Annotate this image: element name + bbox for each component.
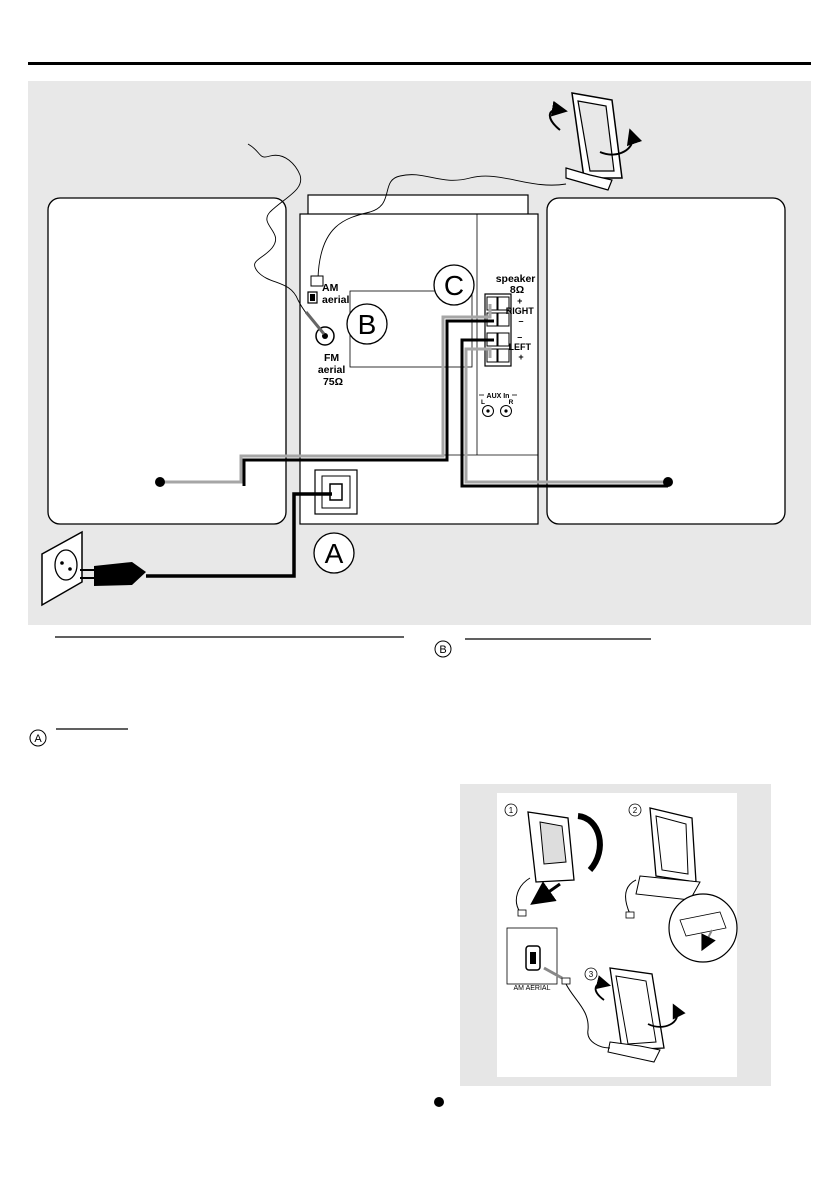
section-marker-b: B <box>434 640 452 658</box>
fm-aerial-label: FM aerial 75Ω <box>318 352 348 388</box>
top-rule <box>28 62 811 65</box>
am-loop-antenna-icon <box>548 92 643 191</box>
svg-text:A: A <box>34 733 42 745</box>
right-speaker-terminal-dot <box>663 477 673 487</box>
aux-left-label: L <box>481 399 485 406</box>
inset-step-3: 3 <box>561 967 686 1063</box>
svg-text:B: B <box>358 309 377 340</box>
mains-input-socket <box>314 469 358 515</box>
am-aerial-socket <box>307 291 318 304</box>
left-speaker-terminal-dot <box>155 477 165 487</box>
speaker-wire-grey <box>160 304 668 484</box>
inset-am-aerial-socket <box>506 927 563 985</box>
fm-wire-antenna-icon <box>247 143 325 335</box>
speaker-right-label: + RIGHT – <box>506 296 537 326</box>
callout-c: C <box>433 264 475 306</box>
aux-in-sockets <box>479 394 517 417</box>
section-marker-a: A <box>29 729 47 747</box>
am-antenna-plug <box>310 275 324 287</box>
speaker-heading-label: speaker 8Ω <box>496 273 539 296</box>
inset-step-1: 1 <box>504 803 603 917</box>
rotate-arrow-icon <box>548 100 568 131</box>
inset-step-2: 2 <box>625 803 738 963</box>
rotate-arrow-icon <box>647 1003 686 1028</box>
mains-socket-icon <box>41 530 83 607</box>
speaker-left-label: – LEFT + <box>508 332 533 362</box>
callout-b: B <box>346 303 388 345</box>
svg-text:2: 2 <box>633 806 638 815</box>
rotate-arrow-icon <box>594 975 611 1001</box>
am-antenna-wire <box>317 174 567 279</box>
svg-text:3: 3 <box>589 970 594 979</box>
main-unit-rear <box>299 194 539 525</box>
right-speaker-box <box>546 197 786 525</box>
left-speaker-box <box>47 197 287 525</box>
bullet-dot-icon <box>434 1097 444 1107</box>
aux-right-label: R <box>509 399 514 406</box>
svg-text:1: 1 <box>509 806 514 815</box>
mains-cable <box>146 492 332 578</box>
inset-am-aerial-label: AM AERIAL <box>514 985 551 992</box>
am-aerial-label: AM aerial <box>322 282 350 306</box>
power-plug-icon <box>80 562 146 586</box>
svg-text:A: A <box>325 538 344 569</box>
callout-a: A <box>313 532 355 574</box>
svg-text:B: B <box>439 644 446 656</box>
speaker-wire-black <box>242 319 668 488</box>
svg-text:C: C <box>444 270 464 301</box>
rotate-arrow-icon <box>599 128 643 156</box>
aux-in-label: AUX In <box>487 393 510 400</box>
